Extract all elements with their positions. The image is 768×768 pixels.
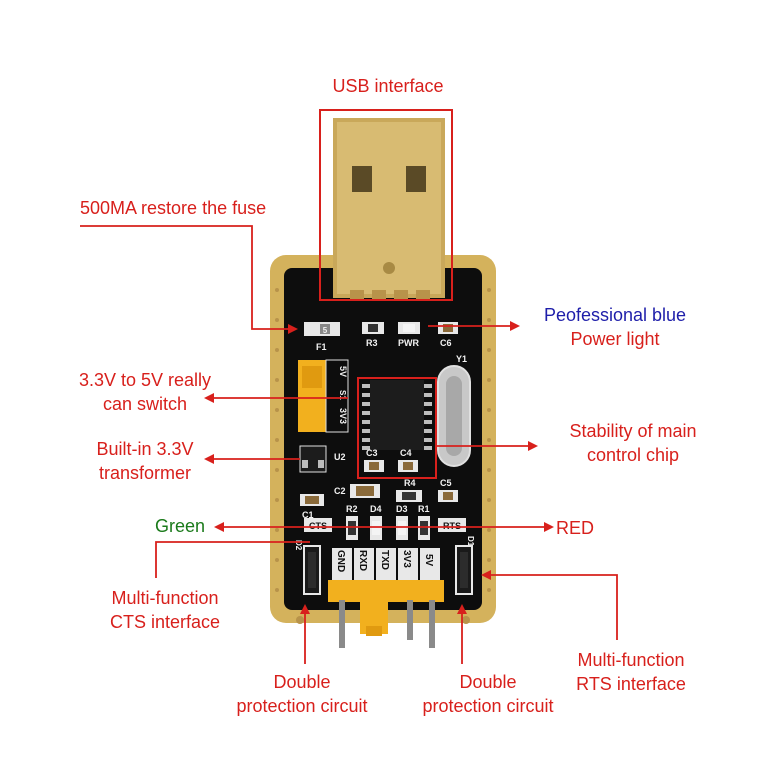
chip-label: Stability of main control chip <box>540 419 726 467</box>
jumper-silk-frame <box>325 359 349 433</box>
pin-label-rxd: RXD <box>357 550 368 571</box>
silk-d2: D2 <box>294 540 303 551</box>
pin-label-txd: TXD <box>379 550 390 570</box>
edge-vias <box>275 288 491 592</box>
transformer-label: Built-in 3.3V transformer <box>70 437 220 485</box>
usb-rivet <box>383 262 395 274</box>
power-light-label-line2: Power light <box>570 329 660 349</box>
silk-c3: C3 <box>366 448 378 458</box>
silk-c4: C4 <box>400 448 412 458</box>
pin-label-3v3: 3V3 <box>401 550 412 568</box>
usb-slot-right <box>406 166 426 192</box>
chip-pins <box>362 384 432 450</box>
usb-interface-label: USB interface <box>332 76 444 96</box>
protection-right-line2: protection circuit <box>422 696 554 716</box>
leader-lines <box>80 225 618 664</box>
switch-label-line2: can switch <box>102 394 188 414</box>
silk-r2: R2 <box>346 504 358 514</box>
usb-slot-left <box>352 166 372 192</box>
switch-label: 3.3V to 5V really can switch <box>50 368 240 416</box>
silk-pwr: PWR <box>398 338 419 348</box>
usb-highlight-box <box>319 109 453 301</box>
silk-r1: R1 <box>418 504 430 514</box>
silk-s1: S1 <box>338 390 347 400</box>
regulator-u2 <box>299 445 327 473</box>
fuse-value: 5 <box>323 326 328 335</box>
rts-interface-label: Multi-function RTS interface <box>556 648 706 696</box>
header-pins <box>339 600 435 648</box>
silk-d3: D3 <box>396 504 408 514</box>
pin-label-boxes <box>332 548 440 580</box>
usb-pads <box>350 290 430 300</box>
rts-label-line2: RTS interface <box>576 674 686 694</box>
power-light-label: Peofessional blue Power light <box>512 303 718 351</box>
protection-left-line2: protection circuit <box>236 696 368 716</box>
cts-silk-box <box>304 518 332 532</box>
silk-rts: RTS <box>443 521 461 531</box>
silk-r4: R4 <box>404 478 416 488</box>
chip-highlight-box <box>357 377 437 479</box>
silk-d1: D1 <box>466 536 475 547</box>
chip-label-line1: Stability of main <box>569 421 697 441</box>
silk-f1: F1 <box>316 342 327 352</box>
silk-y1: Y1 <box>456 354 467 364</box>
main-chip <box>370 380 424 450</box>
silk-cts: CTS <box>309 521 327 531</box>
rts-silk-box <box>438 518 466 532</box>
cts-label-line2: CTS interface <box>109 612 221 632</box>
silk-r3: R3 <box>366 338 378 348</box>
silk-c2: C2 <box>334 486 346 496</box>
pin-label-5v: 5V <box>423 554 434 567</box>
red-led-label: RED <box>556 518 595 538</box>
cts-label-line1: Multi-function <box>111 588 219 608</box>
cts-interface-label: Multi-function CTS interface <box>90 586 240 634</box>
silk-d4: D4 <box>370 504 382 514</box>
protection-right-line1: Double <box>459 672 517 692</box>
silk-c6: C6 <box>440 338 452 348</box>
silk-5v-jumper: 5V <box>338 366 348 377</box>
fuse-label: 500MA restore the fuse <box>80 198 267 218</box>
silk-c1: C1 <box>302 510 314 520</box>
transformer-label-line1: Built-in 3.3V <box>96 439 194 459</box>
protection-right-label: Double protection circuit <box>398 670 578 718</box>
board-holes <box>296 616 470 624</box>
green-led-label: Green <box>155 516 206 536</box>
silk-c5: C5 <box>440 478 452 488</box>
silk-3v3-jumper: 3V3 <box>338 408 348 424</box>
arrowheads <box>204 321 554 614</box>
rts-label-line1: Multi-function <box>577 650 685 670</box>
pin-header <box>328 580 444 602</box>
protection-left-label: Double protection circuit <box>212 670 392 718</box>
transformer-label-line2: transformer <box>98 463 192 483</box>
pin-label-gnd: GND <box>335 550 346 572</box>
silk-u2: U2 <box>334 452 346 462</box>
switch-label-line1: 3.3V to 5V really <box>78 370 212 390</box>
protection-left-line1: Double <box>273 672 331 692</box>
power-light-label-line1: Peofessional blue <box>543 305 687 325</box>
chip-label-line2: control chip <box>586 445 680 465</box>
